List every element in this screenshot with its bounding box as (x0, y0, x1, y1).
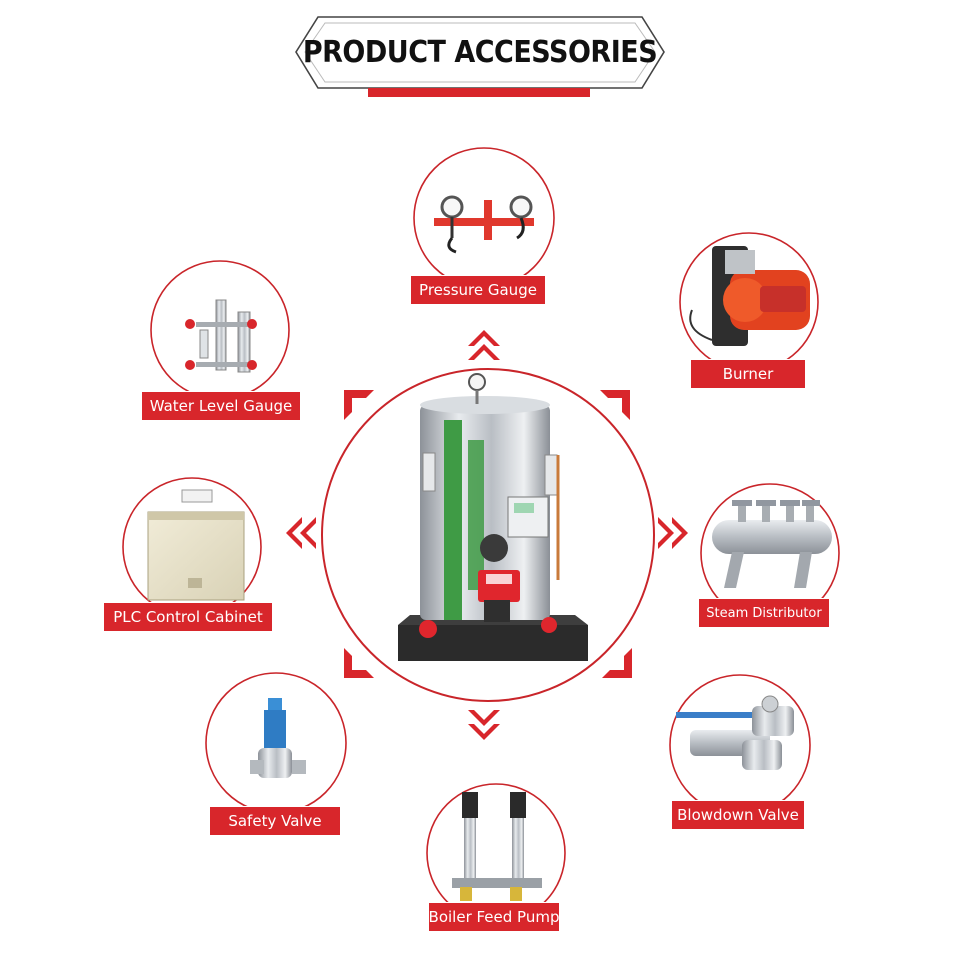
water-level-gauge-label: Water Level Gauge (141, 391, 301, 421)
feed-pump-icon (452, 792, 542, 901)
burner-label: Burner (690, 359, 806, 389)
page-title: PRODUCT ACCESSORIES (302, 34, 658, 70)
arrow-up-icon (468, 330, 500, 346)
title-underline (368, 88, 590, 97)
steam-distributor-icon (712, 500, 832, 588)
direction-arrows (286, 330, 688, 740)
pressure-gauge-icon (434, 195, 534, 254)
title-banner (295, 16, 665, 89)
arrow-right-icon (672, 517, 688, 549)
boiler-feed-pump-label: Boiler Feed Pump (428, 902, 560, 932)
steam-boiler-image (398, 373, 588, 661)
safety-valve-icon (250, 698, 306, 778)
safety-valve-label: Safety Valve (209, 806, 341, 836)
arrow-down-icon (468, 724, 500, 740)
arrow-bottom-left-icon (344, 648, 374, 678)
control-cabinet-icon (147, 489, 245, 601)
blowdown-valve-icon (676, 695, 794, 770)
arrow-left-icon (286, 517, 302, 549)
plc-control-cabinet-label: PLC Control Cabinet (103, 602, 273, 632)
arrow-top-right-icon (600, 390, 630, 420)
steam-distributor-label: Steam Distributor (698, 598, 830, 628)
burner-icon (689, 246, 810, 346)
pressure-gauge-label: Pressure Gauge (410, 275, 546, 305)
water-level-gauge-icon (185, 299, 257, 373)
arrow-top-left-icon (344, 390, 374, 420)
arrow-bottom-right-icon (602, 648, 632, 678)
blowdown-valve-label: Blowdown Valve (671, 800, 805, 830)
